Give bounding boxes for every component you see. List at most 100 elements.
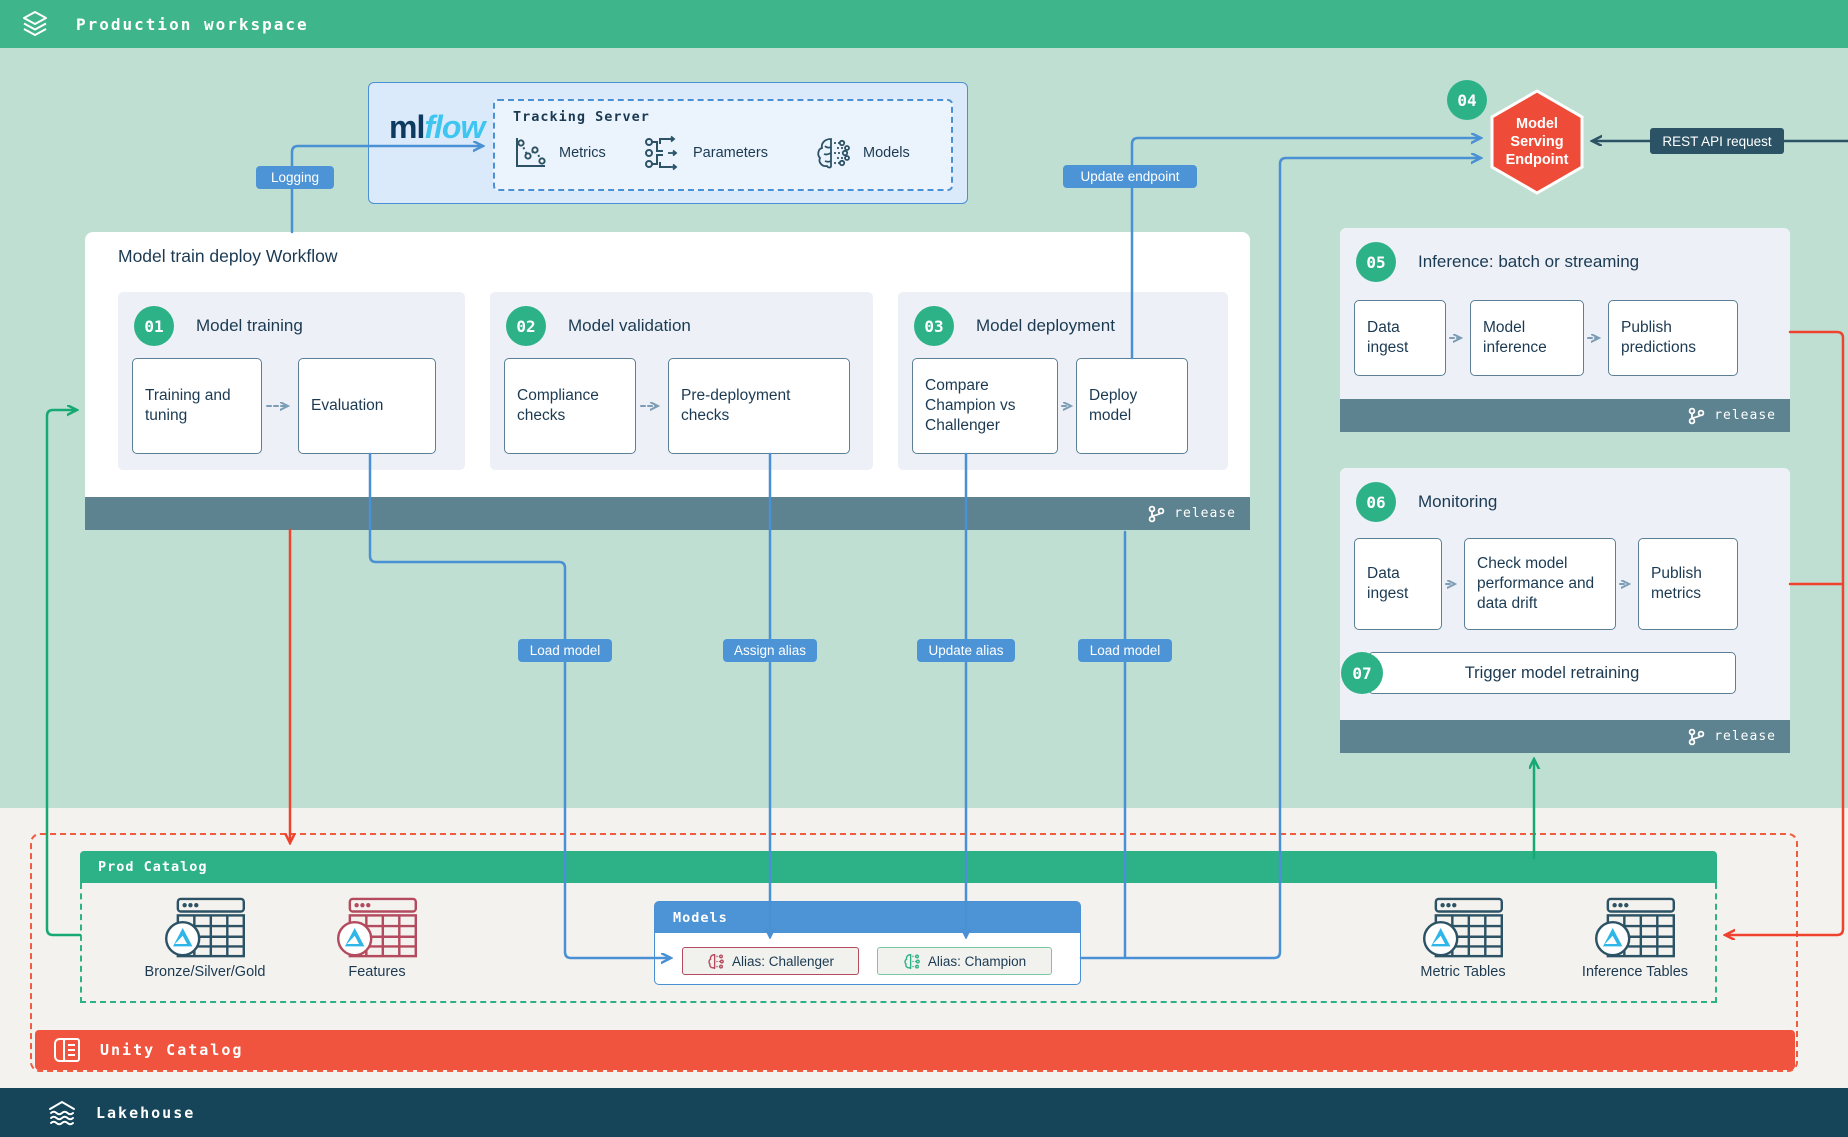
unity-catalog-bar: Unity Catalog	[35, 1030, 1795, 1070]
release-label: release	[1714, 408, 1776, 423]
tracking-item-parameters: Parameters	[643, 133, 768, 173]
step-title: Model training	[196, 316, 303, 335]
parameters-icon	[645, 135, 678, 171]
box-compare-champion-challenger: Compare Champion vs Challenger	[912, 358, 1058, 454]
unity-catalog-label: Unity Catalog	[100, 1041, 244, 1059]
box-label: Check model performance and data drift	[1477, 554, 1595, 613]
logging-badge: Logging	[256, 166, 334, 189]
table-card-inference-tables: Inference Tables	[1560, 896, 1710, 988]
monitoring-title: Monitoring	[1418, 492, 1498, 511]
box-label: Training and tuning	[145, 386, 231, 424]
models-header: Models	[655, 902, 1080, 933]
mlflow-logo-ml: ml	[389, 109, 425, 145]
tracking-item-metrics: Metrics	[511, 133, 606, 173]
step-title: Model deployment	[976, 316, 1115, 335]
workflow-title: Model train deploy Workflow	[118, 246, 338, 266]
alias-challenger-chip: Alias: Challenger	[682, 947, 859, 975]
alias-champion-chip: Alias: Champion	[877, 947, 1052, 975]
hexagon-shape	[1490, 89, 1584, 195]
lakehouse-bar: Lakehouse	[0, 1088, 1848, 1137]
mlflow-box: mlflow Tracking Server Metrics	[368, 82, 968, 204]
tracking-server-title: Tracking Server	[513, 109, 650, 125]
rest-api-request-badge: REST API request	[1650, 128, 1784, 154]
box-label: Data ingest	[1367, 564, 1409, 602]
update-endpoint-badge: Update endpoint	[1063, 165, 1197, 188]
brain-models-icon	[817, 138, 850, 169]
serving-label-line: Endpoint	[1505, 152, 1569, 169]
alias-label: Alias: Champion	[927, 953, 1027, 969]
mlflow-logo-flow: flow	[424, 109, 485, 145]
tracking-item-models: Models	[813, 133, 910, 173]
workflow-release-bar: release	[85, 497, 1250, 530]
box-pre-deployment-checks: Pre-deployment checks	[668, 358, 850, 454]
git-branch-icon	[1148, 505, 1165, 522]
load-model-badge-1: Load model	[518, 639, 612, 662]
serving-label-line: Serving	[1510, 133, 1564, 150]
alias-label: Alias: Challenger	[731, 953, 835, 969]
step-number-badge: 02	[506, 306, 546, 346]
box-label: Publish predictions	[1621, 318, 1696, 356]
step-number-badge: 03	[914, 306, 954, 346]
model-serving-endpoint: Model Serving Endpoint	[1488, 88, 1586, 196]
box-label: Compliance checks	[517, 386, 599, 424]
box-evaluation: Evaluation	[298, 358, 436, 454]
box-label: Model inference	[1483, 318, 1547, 356]
serving-label-line: Model	[1516, 115, 1558, 132]
load-model-badge-2: Load model	[1078, 639, 1172, 662]
mlflow-logo: mlflow	[389, 109, 485, 146]
production-workspace-bar: Production workspace	[0, 0, 1848, 48]
step-number-badge: 06	[1356, 482, 1396, 522]
metrics-chart-icon	[516, 138, 546, 167]
step-number-badge: 01	[134, 306, 174, 346]
workspace-title: Production workspace	[76, 14, 309, 34]
box-model-inference: Model inference	[1470, 300, 1584, 376]
lakehouse-label: Lakehouse	[96, 1103, 196, 1122]
table-card-bronze-silver-gold: Bronze/Silver/Gold	[130, 896, 280, 988]
unity-catalog-boundary	[30, 833, 1798, 1072]
release-label: release	[1714, 729, 1776, 744]
table-label: Features	[348, 964, 406, 980]
git-branch-icon	[1688, 728, 1705, 745]
box-data-ingest-monitoring: Data ingest	[1354, 538, 1442, 630]
box-label: Deploy model	[1089, 386, 1138, 424]
box-training-and-tuning: Training and tuning	[132, 358, 262, 454]
box-publish-metrics: Publish metrics	[1638, 538, 1738, 630]
delta-table-icon	[165, 897, 245, 958]
box-compliance-checks: Compliance checks	[504, 358, 636, 454]
tracking-item-label: Metrics	[559, 145, 606, 161]
delta-table-icon	[1594, 897, 1675, 958]
trigger-label: Trigger model retraining	[1464, 663, 1640, 682]
unity-catalog-icon	[54, 1038, 80, 1062]
step-title: Model validation	[568, 316, 691, 335]
serving-endpoint-label: Model Serving Endpoint	[1488, 88, 1586, 196]
step-number-badge: 05	[1356, 242, 1396, 282]
inference-release-bar: release	[1340, 399, 1790, 432]
release-label: release	[1174, 506, 1236, 521]
inference-title: Inference: batch or streaming	[1418, 252, 1640, 271]
git-branch-icon	[1688, 407, 1705, 424]
lakehouse-icon	[49, 1100, 75, 1125]
step-number-badge-serving: 04	[1447, 80, 1487, 120]
box-label: Evaluation	[311, 396, 384, 414]
tracking-server-box: Tracking Server Metrics	[493, 99, 953, 191]
step-number-badge-retraining: 07	[1341, 652, 1383, 694]
table-card-features: Features	[302, 896, 452, 988]
box-label: Pre-deployment checks	[681, 386, 791, 424]
box-publish-predictions: Publish predictions	[1608, 300, 1738, 376]
monitoring-release-bar: release	[1340, 720, 1790, 753]
delta-table-icon	[337, 897, 417, 958]
prod-catalog-title: Prod Catalog	[98, 859, 208, 875]
delta-table-icon	[1422, 897, 1503, 958]
box-label: Publish metrics	[1651, 564, 1702, 602]
table-card-metric-tables: Metric Tables	[1388, 896, 1538, 988]
trigger-model-retraining-bar: Trigger model retraining	[1368, 652, 1736, 694]
assign-alias-badge: Assign alias	[723, 639, 817, 662]
prod-catalog-area	[80, 883, 1717, 1003]
box-data-ingest-inference: Data ingest	[1354, 300, 1446, 376]
box-label: Data ingest	[1367, 318, 1409, 356]
box-label: Compare Champion vs Challenger	[925, 376, 1016, 435]
tracking-item-label: Models	[863, 145, 910, 161]
box-check-model-performance: Check model performance and data drift	[1464, 538, 1616, 630]
table-label: Bronze/Silver/Gold	[144, 964, 266, 980]
